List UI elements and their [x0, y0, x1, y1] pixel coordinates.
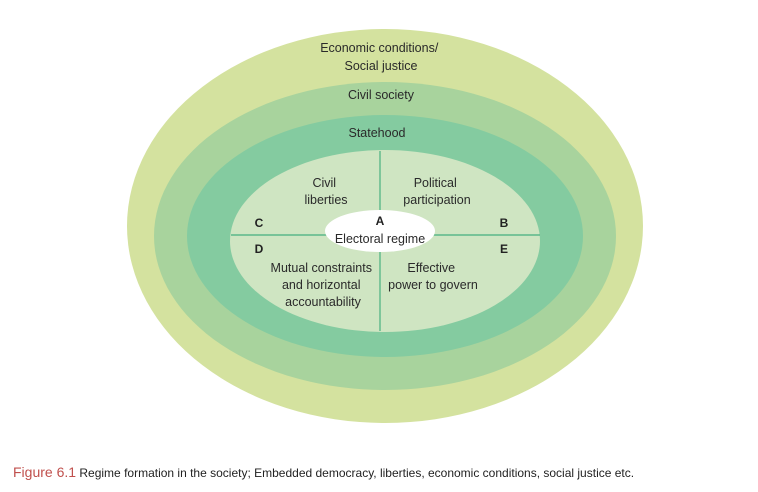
center-electoral-regime	[325, 210, 435, 252]
letter-a: A	[376, 214, 385, 228]
figure-caption: Figure 6.1 Regime formation in the socie…	[13, 464, 634, 480]
letter-d: D	[255, 242, 264, 256]
letter-c: C	[255, 216, 264, 230]
regime-diagram: Economic conditions/ Social justice Civi…	[127, 29, 643, 423]
label-statehood: Statehood	[349, 126, 406, 140]
letter-b: B	[500, 216, 509, 230]
figure-label: Figure 6.1	[13, 464, 77, 480]
letter-e: E	[500, 242, 508, 256]
label-effective-power: Effective power to govern	[388, 261, 478, 292]
label-economic-conditions: Economic conditions/ Social justice	[320, 41, 442, 73]
label-electoral-regime: Electoral regime	[335, 232, 425, 246]
label-mutual-constraints: Mutual constraints and horizontal accoun…	[271, 261, 376, 309]
label-political-participation: Political participation	[403, 176, 470, 207]
label-civil-liberties: Civil liberties	[304, 176, 347, 207]
caption-text: Regime formation in the society; Embedde…	[76, 466, 635, 480]
label-civil-society: Civil society	[348, 88, 415, 102]
